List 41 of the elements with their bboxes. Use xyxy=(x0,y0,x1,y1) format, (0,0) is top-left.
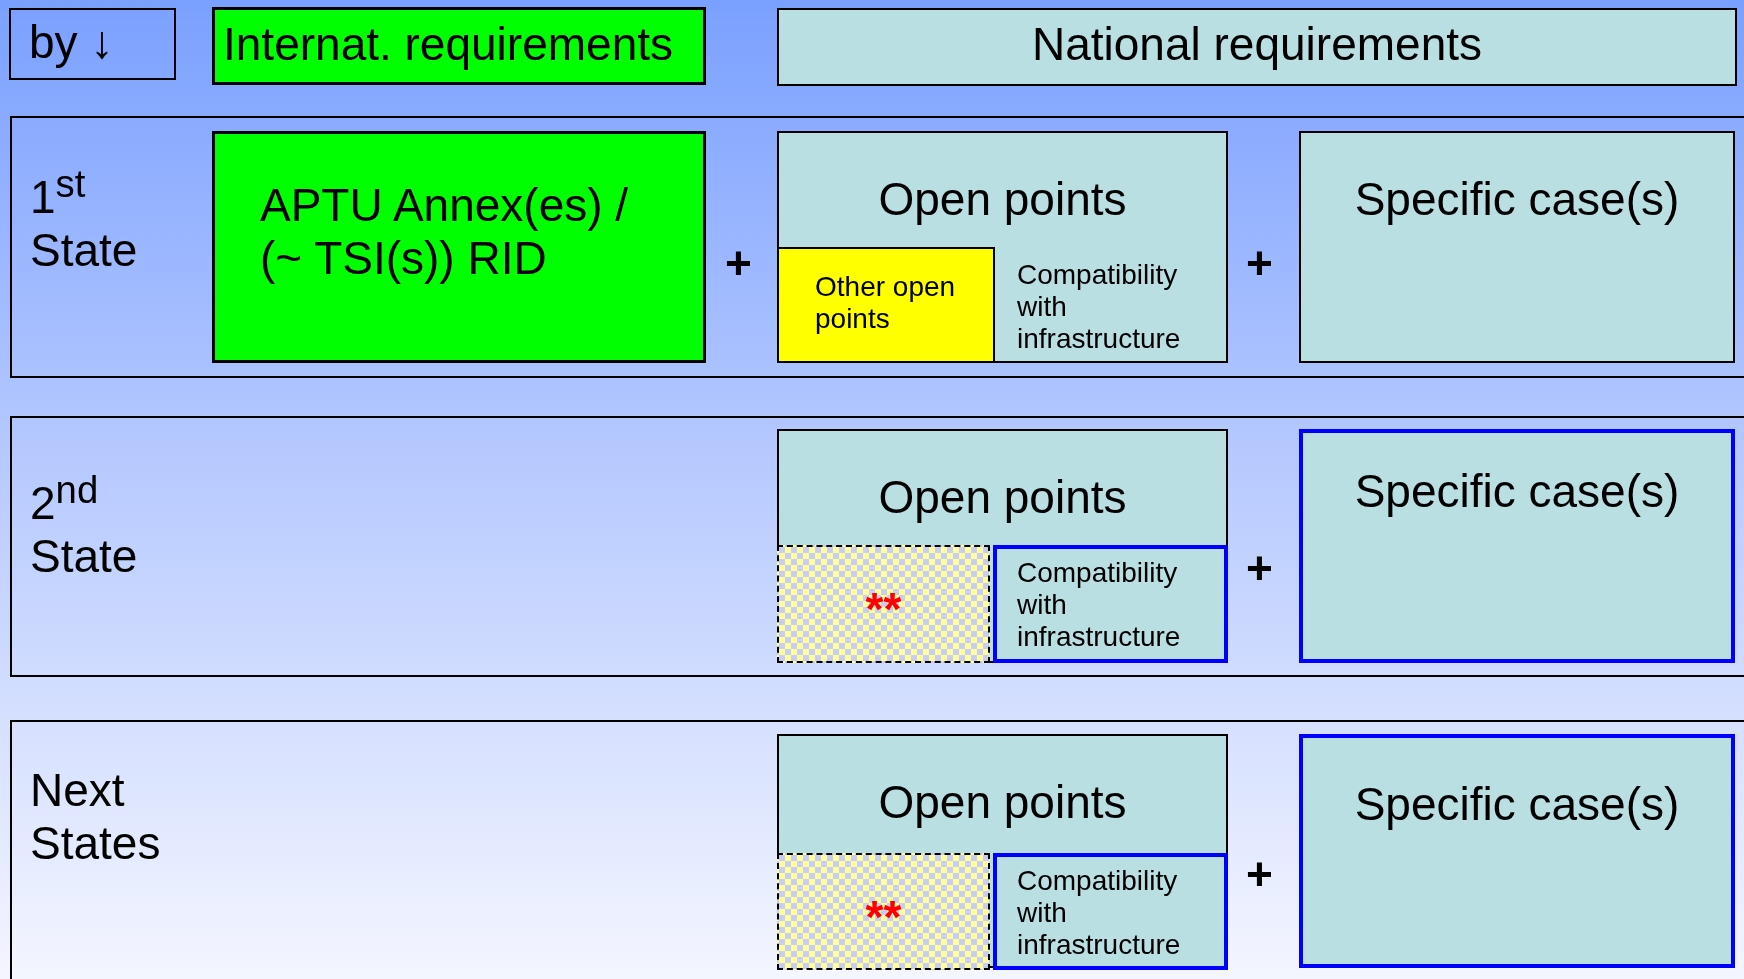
requirement-box xyxy=(1299,734,1735,968)
box-title: Open points xyxy=(877,471,1128,524)
row-label: 1$^{st}$ State xyxy=(30,162,139,278)
footnote-mark: ** xyxy=(864,583,903,636)
requirement-box xyxy=(993,545,1228,663)
header-box xyxy=(9,8,176,80)
state-band xyxy=(10,720,1744,979)
box-title: by ↓ xyxy=(29,16,115,69)
plus-sign: + xyxy=(1246,851,1273,897)
box-title: Open points xyxy=(877,173,1128,226)
placeholder-box xyxy=(777,853,990,970)
box-title: National requirements xyxy=(1031,18,1483,71)
box-title: Open points xyxy=(877,776,1128,829)
state-band xyxy=(10,116,1744,378)
requirement-box xyxy=(993,853,1228,970)
box-text: Compatibility with infrastructure xyxy=(1017,259,1182,356)
box-title: Other open points xyxy=(815,271,957,336)
box-title: Compatibility with infrastructure xyxy=(1017,865,1182,962)
row-label: Next States xyxy=(30,764,162,870)
plus-sign: + xyxy=(1246,240,1273,286)
plus-sign: + xyxy=(1246,545,1273,591)
row-label: 2$^{nd}$ State xyxy=(30,468,139,584)
box-title: Specific case(s) xyxy=(1353,778,1681,831)
requirement-box xyxy=(777,429,1228,663)
placeholder-box xyxy=(777,545,990,663)
box-title: APTU Annex(es) / (~ TSI(s)) RID xyxy=(260,179,630,285)
footnote-mark: ** xyxy=(864,891,903,944)
requirement-box xyxy=(212,7,706,85)
requirement-box xyxy=(777,734,1228,968)
box-title: Compatibility with infrastructure xyxy=(1017,557,1182,654)
box-title: Internat. requirements xyxy=(223,18,674,71)
requirement-box xyxy=(777,131,1228,363)
box-title: Specific case(s) xyxy=(1353,465,1681,518)
state-band xyxy=(10,416,1744,677)
requirement-box xyxy=(1299,429,1735,663)
requirement-box xyxy=(1299,131,1735,363)
requirement-box xyxy=(212,131,706,363)
requirement-box xyxy=(777,8,1737,86)
plus-sign: + xyxy=(725,240,752,286)
open-points-box xyxy=(777,247,995,363)
box-title: Specific case(s) xyxy=(1353,173,1681,226)
